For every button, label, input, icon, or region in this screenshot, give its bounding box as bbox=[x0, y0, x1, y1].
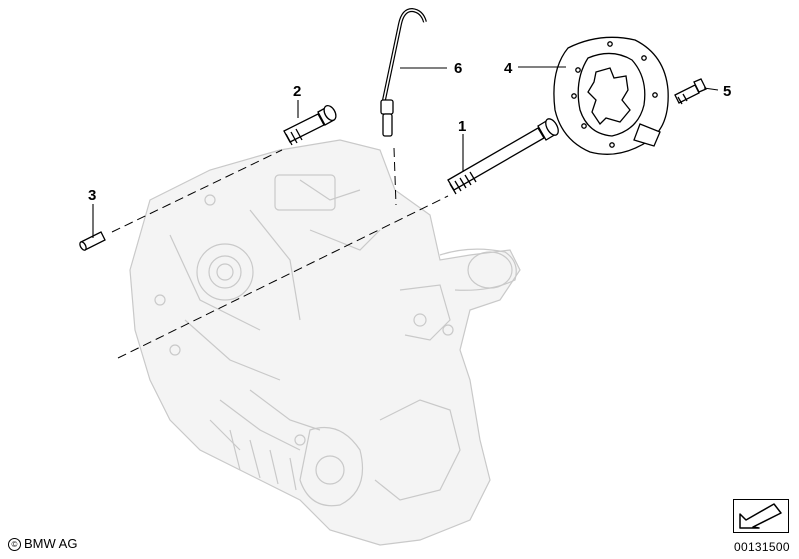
callout-3: 3 bbox=[88, 187, 96, 204]
part-6-breather-tube bbox=[380, 7, 427, 137]
copyright-notice: ©BMW AG bbox=[8, 536, 77, 551]
transfer-case-housing bbox=[129, 139, 521, 546]
alignment-axes bbox=[111, 147, 449, 359]
diagram-reference-code: 00131500 bbox=[734, 540, 790, 554]
arrow-icon bbox=[739, 503, 782, 529]
part-5-small-screw bbox=[674, 78, 707, 105]
part-1-long-bolt bbox=[447, 118, 559, 195]
callout-5: 5 bbox=[723, 83, 731, 100]
callout-labels: 1 2 3 4 5 6 bbox=[88, 60, 731, 204]
part-4-actuator-plate bbox=[553, 36, 669, 155]
copyright-symbol: © bbox=[8, 538, 21, 551]
part-3-dowel-pin bbox=[79, 231, 106, 251]
nav-arrow-box[interactable] bbox=[733, 499, 789, 533]
callout-2: 2 bbox=[293, 83, 301, 100]
copyright-text: BMW AG bbox=[24, 536, 78, 551]
part-2-short-bolt bbox=[283, 104, 337, 146]
callout-1: 1 bbox=[458, 118, 466, 135]
callout-6: 6 bbox=[454, 60, 462, 77]
leader-lines bbox=[92, 66, 719, 238]
callout-4: 4 bbox=[504, 60, 513, 77]
